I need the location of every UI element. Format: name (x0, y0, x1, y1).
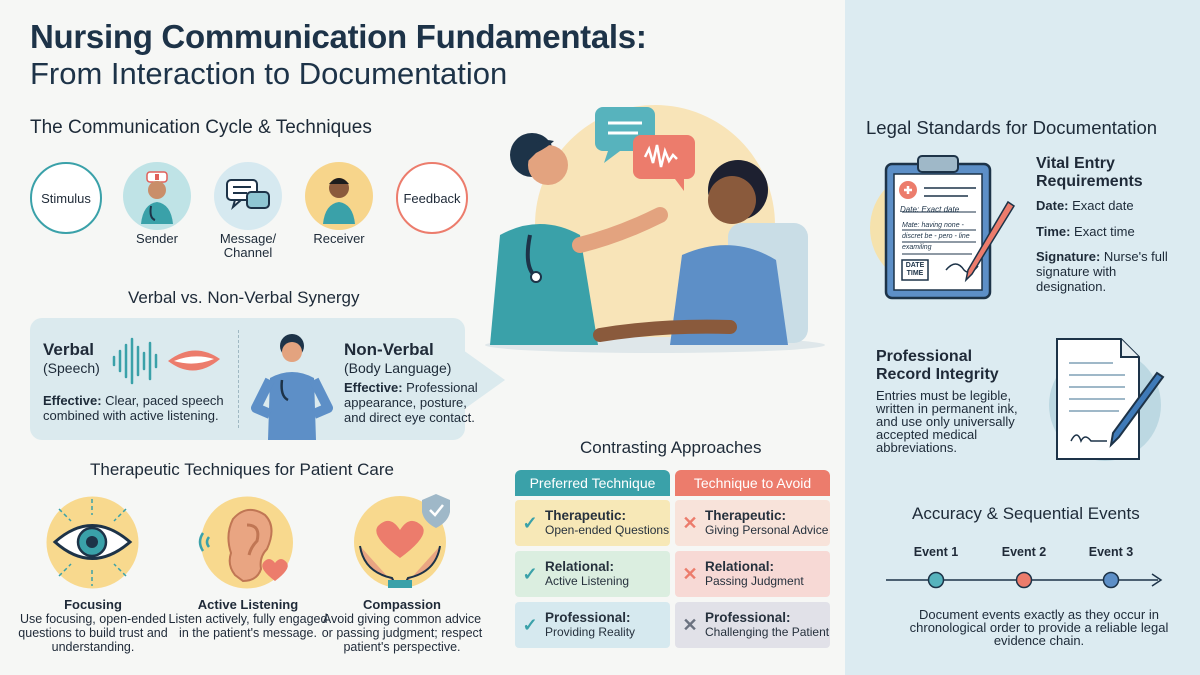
avoid-cell: ✕ Therapeutic:Giving Personal Advice (675, 500, 830, 546)
stimulus-label: Stimulus (41, 190, 91, 206)
technique-listening-desc: Listen actively, fully engaged in the pa… (168, 612, 328, 640)
technique-compassion-desc: Avoid giving common advice or passing ju… (321, 612, 483, 654)
timeline-arrow (886, 571, 1163, 589)
vital-signature: Signature: Nurse's full signature with d… (1036, 249, 1168, 294)
vital-heading: Vital Entry Requirements (1036, 155, 1143, 190)
stimulus-circle: Stimulus (30, 162, 102, 234)
right-panel (845, 0, 1200, 675)
feedback-circle: Feedback (396, 162, 468, 234)
technique-focusing-title: Focusing (64, 597, 122, 612)
vital-date: Date: Exact date (1036, 198, 1134, 213)
integrity-text: Entries must be legible, written in perm… (876, 388, 1018, 455)
document-pen-icon (1049, 338, 1165, 461)
nurse-body-language-icon (251, 334, 333, 440)
avoid-cell: ✕ Relational:Passing Judgment (675, 551, 830, 597)
cycle-heading: The Communication Cycle & Techniques (30, 117, 372, 138)
preferred-cell: ✓ Therapeutic:Open-ended Questions (515, 500, 670, 546)
ear-listening-icon (198, 496, 293, 589)
integrity-heading: Professional Record Integrity (876, 348, 999, 383)
avoid-header: Technique to Avoid (675, 470, 830, 496)
check-icon: ✓ (522, 512, 538, 533)
preferred-cell: ✓ Relational:Active Listening (515, 551, 670, 597)
compassion-hands-heart-icon (354, 494, 450, 588)
clipboard-stamp: DATE TIME (905, 262, 925, 277)
legal-heading: Legal Standards for Documentation (866, 117, 1158, 138)
therapeutic-heading: Therapeutic Techniques for Patient Care (90, 460, 394, 479)
event-1-label: Event 1 (913, 545, 959, 559)
synergy-divider (238, 330, 239, 428)
speech-waveform-icon (112, 337, 220, 385)
receiver-icon (305, 162, 373, 230)
message-label: Message/ Channel (219, 231, 277, 260)
sequence-heading: Accuracy & Sequential Events (912, 504, 1140, 523)
verbal-subtitle: (Speech) (43, 360, 100, 376)
feedback-label: Feedback (403, 190, 461, 206)
check-icon: ✓ (522, 614, 538, 635)
page-subtitle: From Interaction to Documentation (30, 56, 508, 91)
eye-focus-icon (46, 496, 139, 589)
nonverbal-effective: Effective: Professional appearance, post… (344, 380, 478, 425)
cross-icon: ✕ (682, 563, 698, 584)
receiver-label: Receiver (313, 231, 365, 246)
preferred-header: Preferred Technique (515, 470, 670, 496)
preferred-cell: ✓ Professional:Providing Reality (515, 602, 670, 648)
nonverbal-subtitle: (Body Language) (344, 360, 452, 376)
check-icon: ✓ (522, 563, 538, 584)
synergy-panel (30, 318, 465, 440)
cross-icon: ✕ (682, 614, 698, 635)
sequence-desc: Document events exactly as they occur in… (909, 607, 1169, 648)
nonverbal-title: Non-Verbal (344, 340, 434, 359)
vital-time: Time: Exact time (1036, 224, 1135, 239)
avoid-cell: ✕ Professional:Challenging the Patient (675, 602, 830, 648)
sender-icon (123, 162, 191, 230)
synergy-heading: Verbal vs. Non-Verbal Synergy (128, 288, 360, 307)
verbal-title: Verbal (43, 340, 95, 359)
clipboard-icon (870, 155, 1016, 300)
technique-compassion-title: Compassion (362, 597, 441, 612)
clipboard-notes: Mate: having none - discret be - pero - … (902, 222, 970, 251)
technique-listening-title: Active Listening (197, 597, 299, 612)
cross-icon: ✕ (682, 512, 698, 533)
clipboard-date-line: Date: Exact date (900, 205, 960, 214)
message-icon (214, 162, 282, 230)
technique-focusing-desc: Use focusing, open-ended questions to bu… (18, 612, 168, 654)
synergy-panel-arrow (463, 350, 505, 410)
verbal-effective: Effective: Clear, paced speech combined … (43, 393, 224, 423)
nurse-patient-illustration (485, 105, 825, 353)
event-3-label: Event 3 (1088, 545, 1134, 559)
page-title: Nursing Communication Fundamentals: (30, 18, 647, 55)
sender-label: Sender (136, 231, 178, 246)
event-2-label: Event 2 (1001, 545, 1047, 559)
contrast-heading: Contrasting Approaches (580, 438, 762, 457)
